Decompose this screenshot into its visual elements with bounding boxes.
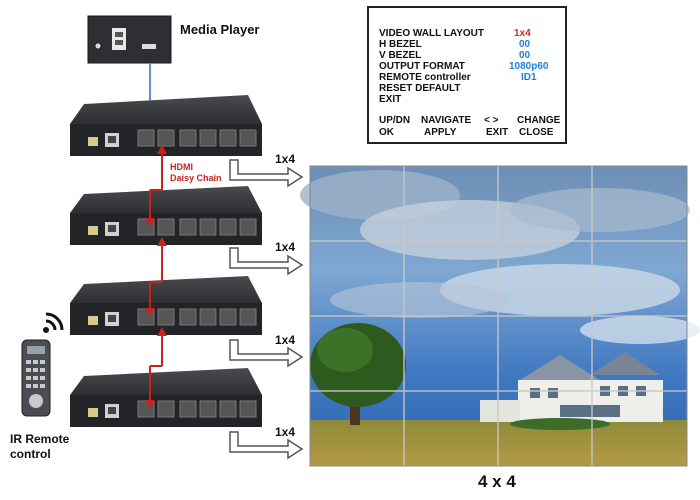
- media-player-device: [87, 15, 172, 64]
- output-arrows: [229, 159, 304, 460]
- controller-unit-2: [70, 186, 262, 245]
- osd-item-value: 1x4: [514, 28, 531, 39]
- ir-remote-line1: IR Remote: [10, 432, 70, 446]
- output-label-4: 1x4: [275, 425, 296, 439]
- osd-key: CLOSE: [519, 127, 554, 138]
- controller-unit-1: [70, 95, 262, 156]
- wall-caption: 4 x 4: [478, 472, 516, 491]
- osd-key: NAVIGATE: [421, 115, 472, 126]
- ir-remote-label: IR Remote control: [10, 432, 69, 462]
- osd-menu-panel: VIDEO WALL LAYOUT 1x4 H BEZEL 00 V BEZEL…: [367, 6, 567, 144]
- osd-item-value: 00: [519, 39, 531, 50]
- osd-key: EXIT: [486, 127, 509, 138]
- osd-item-label: OUTPUT FORMAT: [379, 61, 465, 72]
- controller-unit-3: [70, 276, 262, 335]
- osd-item-label: V BEZEL: [379, 50, 422, 61]
- osd-item-label: VIDEO WALL LAYOUT: [379, 28, 485, 39]
- osd-item-label: RESET DEFAULT: [379, 83, 461, 94]
- osd-key: APPLY: [424, 127, 457, 138]
- wireless-signal-icon: [43, 312, 64, 333]
- output-label-2: 1x4: [275, 240, 296, 254]
- controller-unit-4: [70, 368, 262, 427]
- osd-key: < >: [484, 115, 499, 126]
- osd-item-label: EXIT: [379, 94, 402, 105]
- osd-item-value: ID1: [521, 72, 537, 83]
- media-player-label: Media Player: [180, 22, 260, 37]
- osd-key: CHANGE: [517, 115, 561, 126]
- osd-key: OK: [379, 127, 394, 138]
- daisy-chain-line1: HDMI: [170, 162, 193, 172]
- video-wall: [300, 165, 700, 467]
- daisy-chain-links: [145, 145, 167, 408]
- output-label-3: 1x4: [275, 333, 296, 347]
- output-label-1: 1x4: [275, 152, 296, 166]
- ir-remote-line2: control: [10, 447, 51, 461]
- daisy-chain-line2: Daisy Chain: [170, 173, 222, 183]
- osd-item-label: REMOTE controller: [379, 72, 471, 83]
- osd-key: UP/DN: [379, 115, 411, 126]
- ir-remote-icon: [21, 339, 51, 417]
- osd-item-label: H BEZEL: [379, 39, 422, 50]
- osd-item-value: 00: [519, 50, 531, 61]
- osd-item-value: 1080p60: [509, 61, 549, 72]
- daisy-chain-label: HDMI Daisy Chain: [170, 162, 222, 184]
